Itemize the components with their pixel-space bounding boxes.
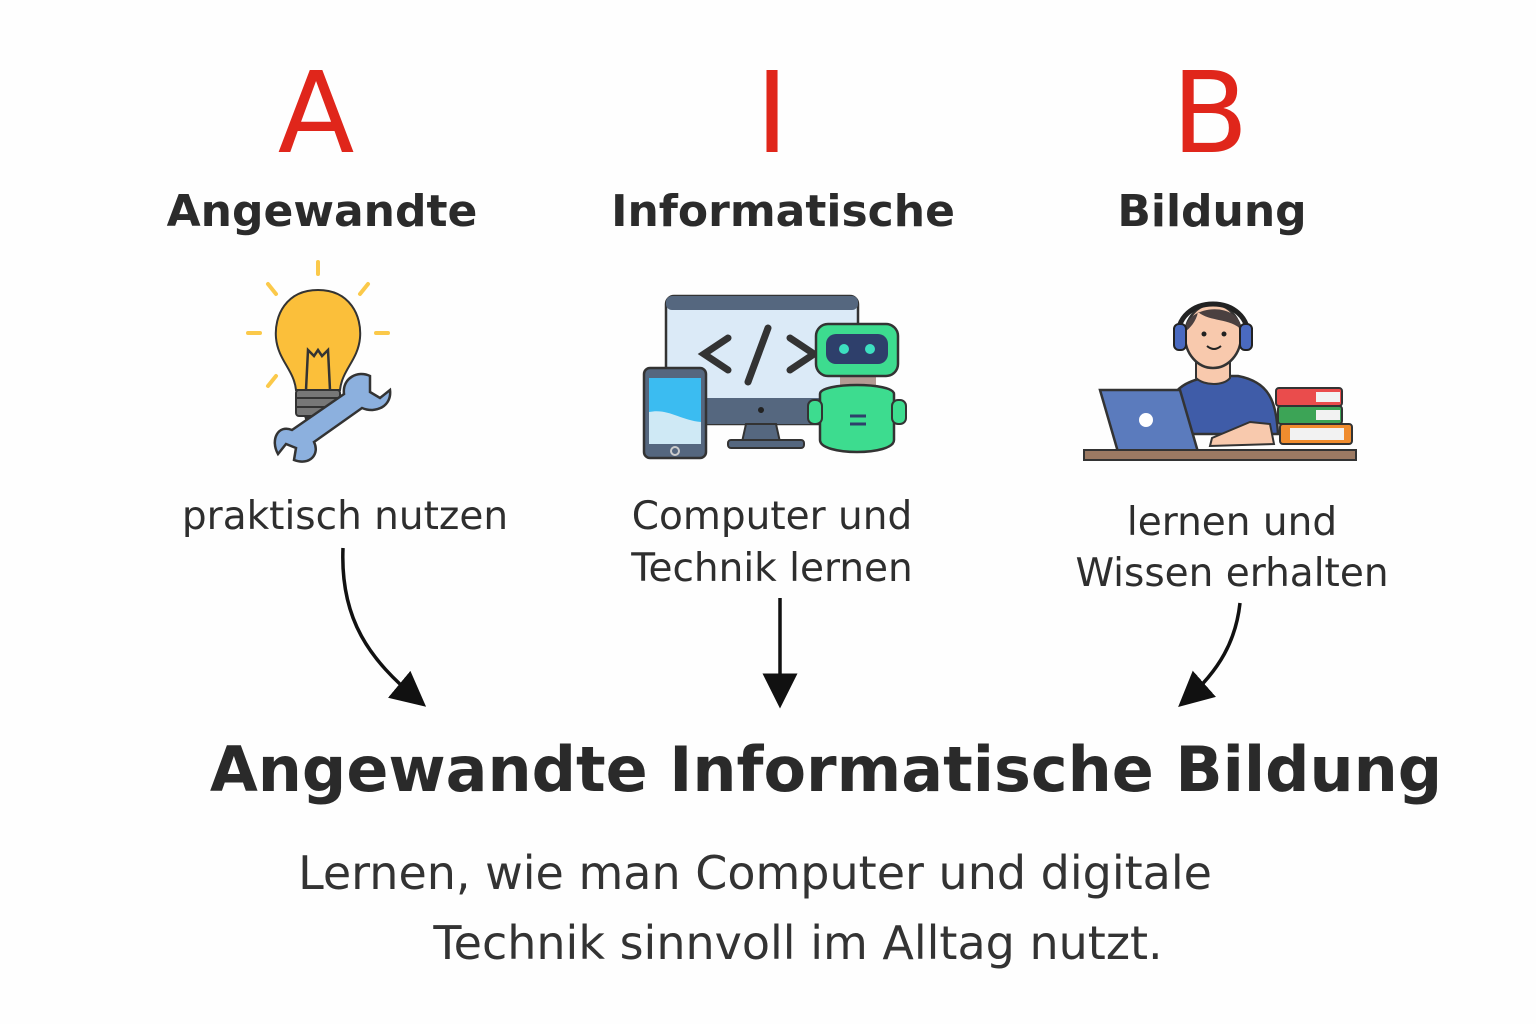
computer-robot-icon	[642, 294, 907, 460]
main-title: Angewandte Informatische Bildung	[209, 733, 1443, 806]
letter-b: B	[1171, 49, 1249, 179]
caption-a: praktisch nutzen	[181, 494, 509, 539]
word-informatische: Informatische	[611, 186, 955, 237]
subtitle-line2: Technik sinnvoll im Alltag nutzt.	[433, 916, 1163, 970]
arrow-a	[341, 547, 427, 707]
caption-i-line2: Technik lernen	[631, 546, 913, 591]
lightbulb-wrench-icon	[246, 260, 392, 463]
word-bildung: Bildung	[1117, 186, 1307, 237]
student-laptop-icon	[1083, 301, 1357, 461]
caption-b-line1: lernen und	[1126, 500, 1338, 545]
letter-a: A	[277, 49, 355, 179]
arrow-b	[1178, 602, 1242, 707]
word-angewandte: Angewandte	[166, 186, 478, 237]
letter-i: I	[755, 49, 789, 179]
subtitle-line1: Lernen, wie man Computer und digitale	[298, 846, 1212, 900]
caption-b-line2: Wissen erhalten	[1075, 551, 1389, 596]
caption-i-line1: Computer und	[631, 494, 913, 539]
